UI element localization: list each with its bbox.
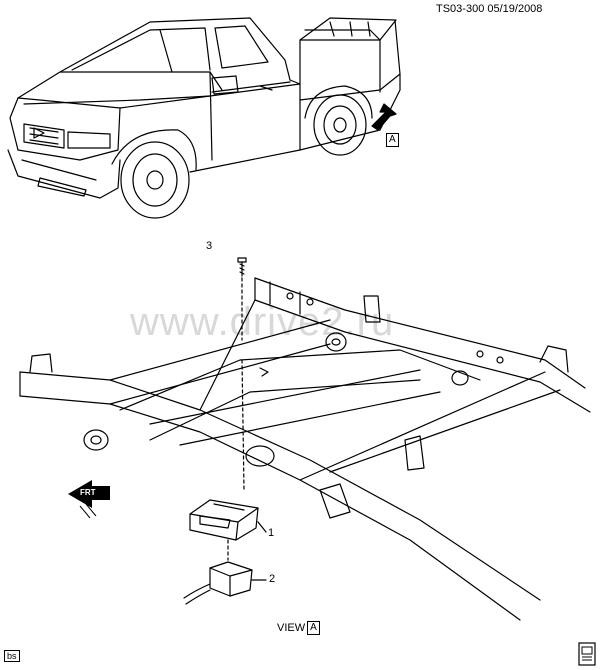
- front-arrow-icon: [68, 480, 110, 519]
- corner-tag: bs: [4, 650, 20, 662]
- truck-illustration: [7, 17, 401, 219]
- view-label-letter: A: [307, 621, 320, 635]
- view-label-prefix: VIEW: [277, 622, 306, 634]
- callout-3: 3: [206, 240, 213, 252]
- view-arrow-icon: [371, 103, 397, 131]
- connector-part: [183, 561, 253, 605]
- callout-1: 1: [268, 527, 275, 539]
- callout-2: 2: [269, 573, 276, 585]
- truck-view-reference: A: [386, 133, 399, 147]
- bolt-part: [237, 257, 247, 277]
- book-icon: [578, 642, 596, 666]
- watermark: www.drive2.ru: [130, 300, 395, 344]
- control-module-part: [189, 499, 259, 541]
- front-arrow-label: FRT: [80, 488, 96, 497]
- diagram-code-date: TS03-300 05/19/2008: [436, 3, 543, 15]
- chassis-frame: [19, 277, 591, 621]
- view-label: VIEW A: [277, 621, 320, 635]
